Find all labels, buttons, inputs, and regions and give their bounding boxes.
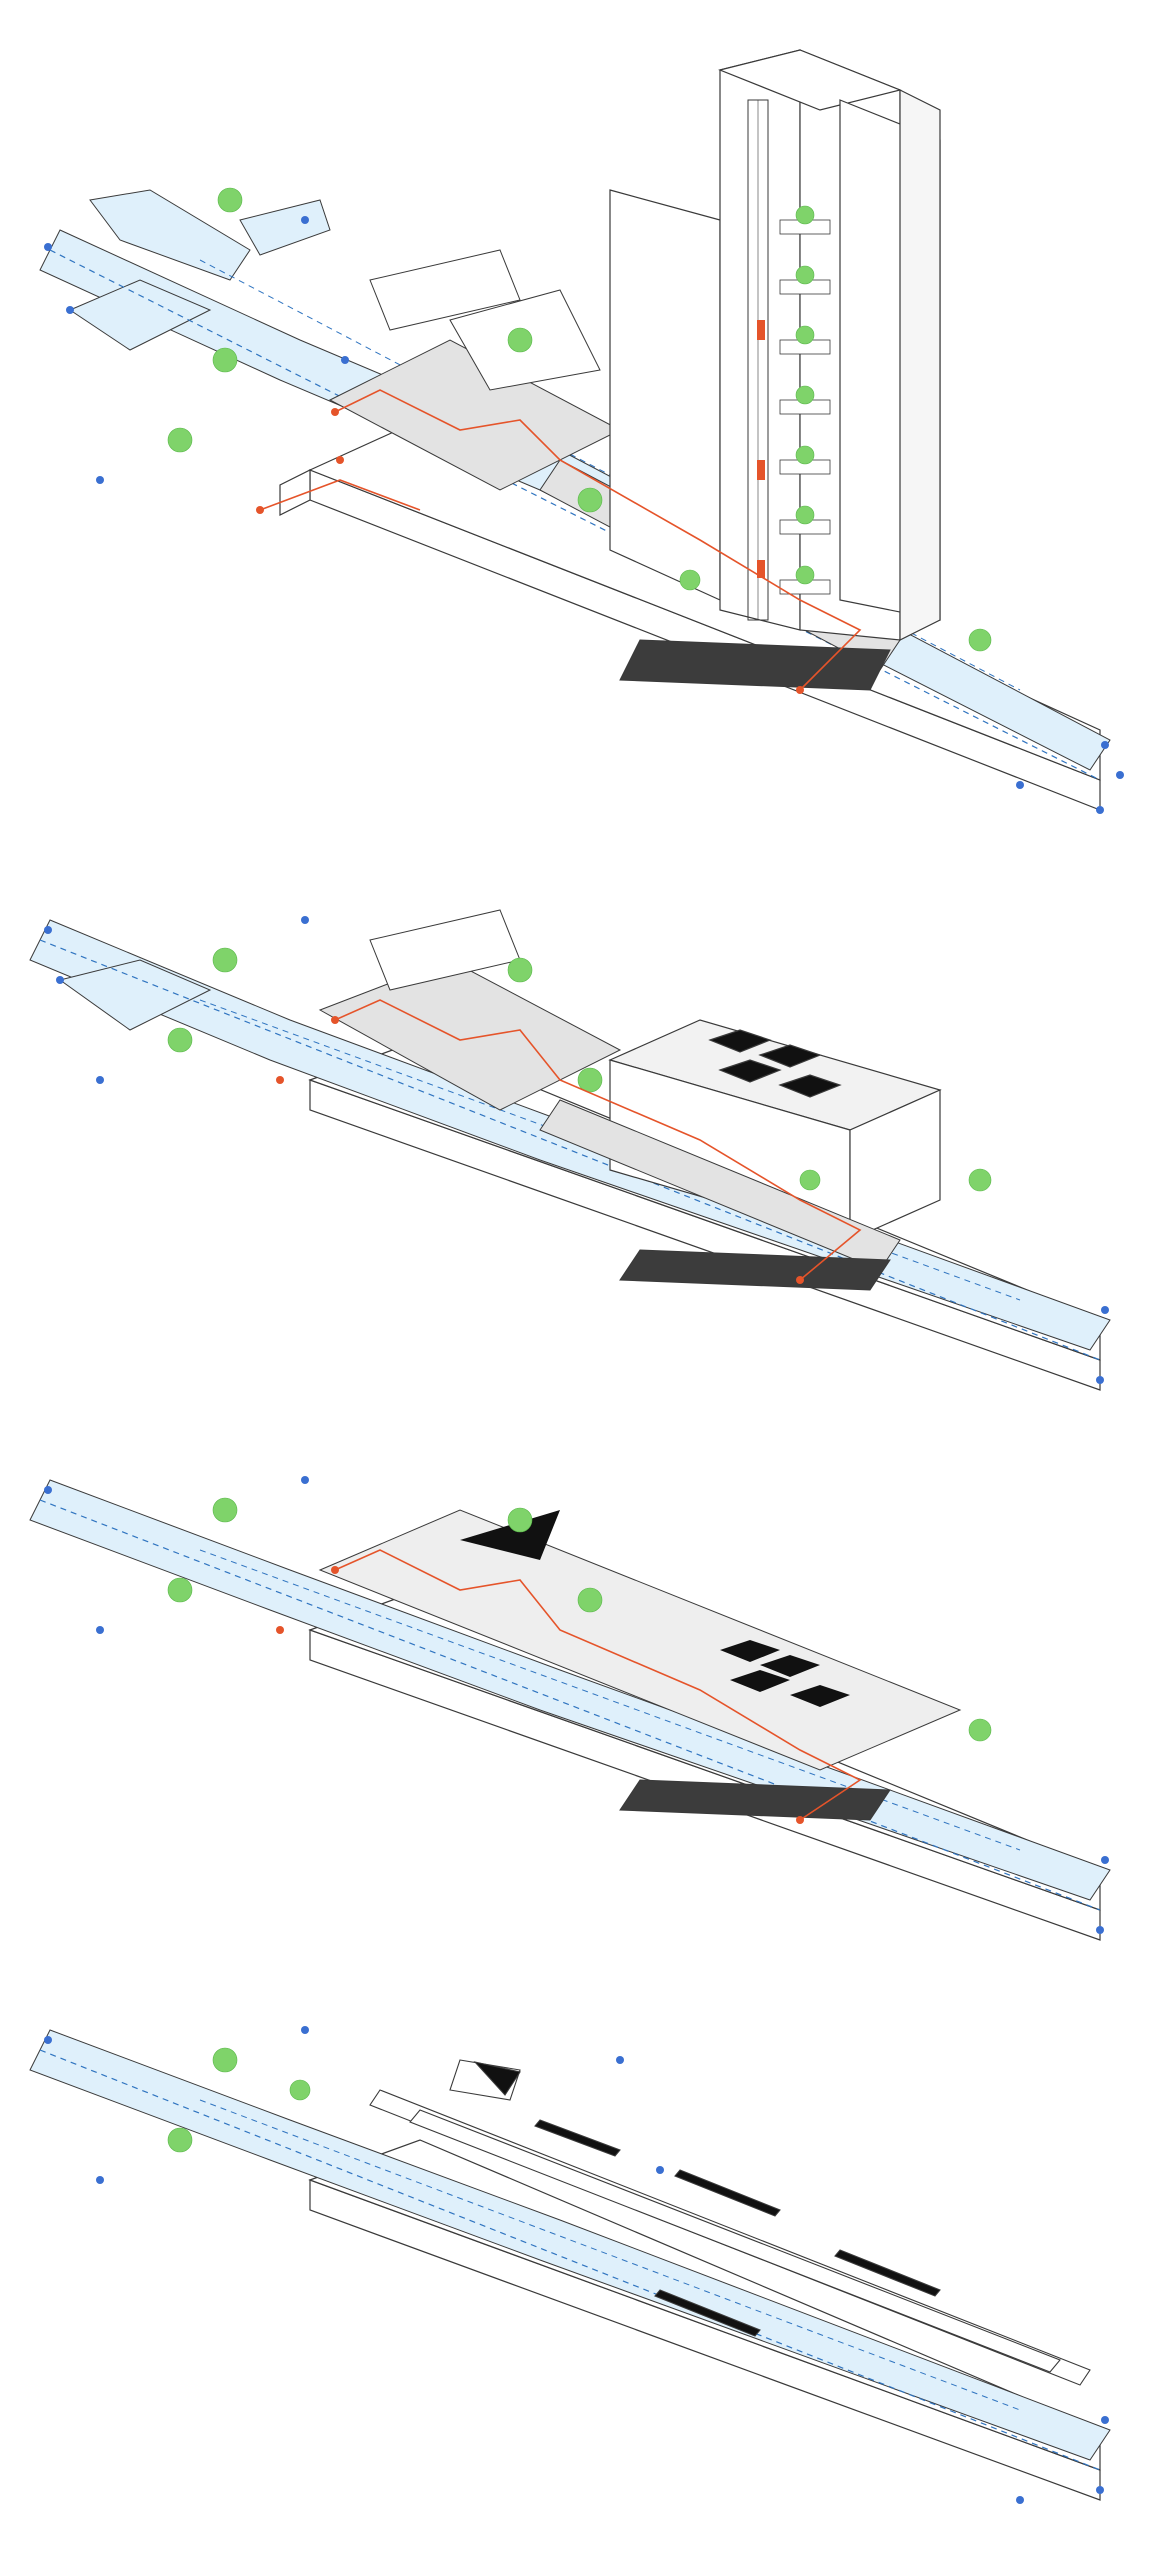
- tree-icon-group: [167, 1497, 992, 1742]
- walkway-deck: [539, 1099, 901, 1291]
- tower: [609, 49, 941, 641]
- endpoint-node-icon-group: [44, 916, 1109, 1384]
- raised-plaza: [318, 909, 622, 1111]
- route-node-icon-group: [276, 1566, 804, 1824]
- tower-floors: [779, 219, 831, 595]
- base-slab: [279, 419, 1101, 811]
- endpoint-node-icon-group: [44, 2026, 1109, 2504]
- tree-icon-group: [167, 2047, 311, 2153]
- panel-open-floor-phase: [0, 1450, 1169, 1980]
- circulation-route: [334, 1549, 862, 1821]
- panel-podium-drawing: [29, 909, 1111, 1391]
- circulation-route: [334, 999, 862, 1281]
- panel-tower-drawing: [39, 49, 1124, 814]
- tree-icon-group: [167, 187, 992, 652]
- street-network: [29, 1479, 1111, 1911]
- panel-open-floor-drawing: [29, 1476, 1111, 1941]
- endpoint-node-icon-group: [44, 1476, 1109, 1934]
- endpoint-node-icon-group: [44, 216, 1124, 814]
- open-floor-plate: [318, 1509, 962, 1771]
- panel-podium-phase: [0, 880, 1169, 1420]
- panel-base-drawing: [29, 2026, 1111, 2504]
- tree-icon-group: [167, 947, 992, 1192]
- street-network: [29, 2029, 1111, 2471]
- panel-base-infrastructure-phase: [0, 2000, 1169, 2540]
- rail-tracks: [369, 2059, 1091, 2386]
- route-node-icon-group: [276, 1016, 804, 1284]
- circulation-route: [259, 389, 862, 691]
- route-node-icon-group: [256, 408, 804, 694]
- walkway-deck: [619, 1779, 891, 1821]
- raised-plaza: [328, 249, 622, 491]
- panel-tower-phase: [0, 40, 1169, 840]
